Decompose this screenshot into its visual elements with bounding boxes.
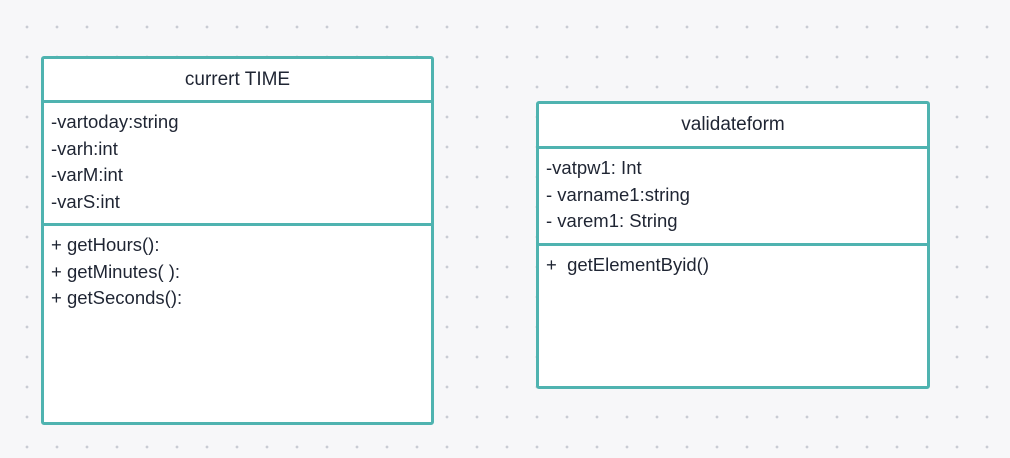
uml-class-validateform[interactable]: validateform -vatpw1: Int - varname1:str… (536, 101, 930, 389)
method-item: + getSeconds(): (51, 287, 183, 308)
attributes-section: -vatpw1: Int - varname1:string - varem1:… (539, 149, 927, 246)
attribute-item: - varem1: String (546, 210, 678, 231)
method-item: + getMinutes( ): (51, 260, 181, 282)
methods-section: + getHours(): + getMinutes( ): + getSeco… (44, 226, 431, 312)
attributes-section: -vartoday:string -varh:int -varM:int -va… (44, 103, 431, 226)
method-item: + getElementByid() (546, 254, 709, 275)
attribute-item: -vartoday:string (51, 111, 179, 132)
uml-class-current-time[interactable]: currert TIME -vartoday:string -varh:int … (41, 56, 434, 425)
attribute-item: -varh:int (51, 137, 118, 159)
method-item: + getHours(): (51, 234, 160, 255)
attribute-item: - varname1:string (546, 183, 690, 205)
attribute-item: -vatpw1: Int (546, 157, 642, 178)
class-name: validateform (539, 104, 927, 149)
class-name: currert TIME (44, 59, 431, 103)
methods-section: + getElementByid() (539, 246, 927, 279)
attribute-item: -varM:int (51, 164, 123, 185)
attribute-item: -varS:int (51, 190, 120, 212)
